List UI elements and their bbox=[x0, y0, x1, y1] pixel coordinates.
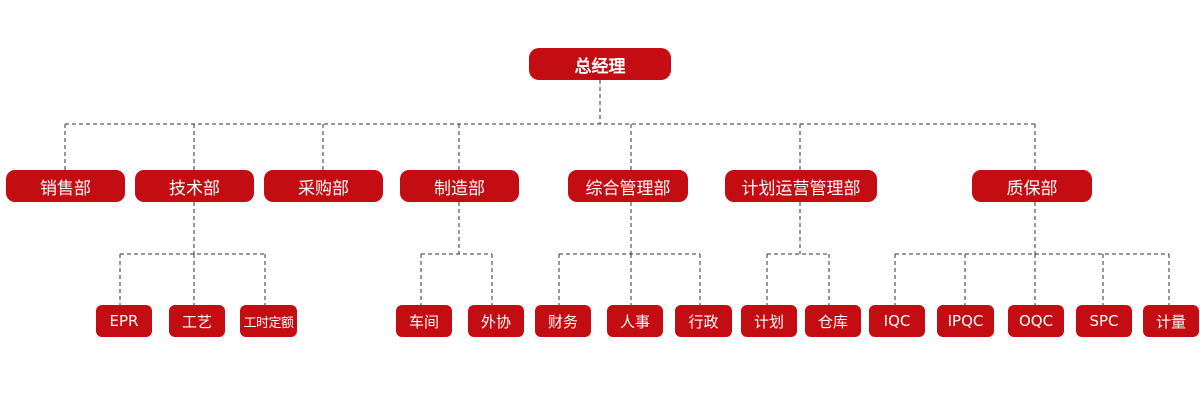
sub-node-finance[interactable]: 财务 bbox=[535, 305, 591, 337]
sub-node-process[interactable]: 工艺 bbox=[169, 305, 225, 337]
dept-node-technology[interactable]: 技术部 bbox=[135, 170, 254, 202]
sub-node-workshop[interactable]: 车间 bbox=[396, 305, 452, 337]
sub-node-outsourcing[interactable]: 外协 bbox=[468, 305, 524, 337]
dept-node-quality[interactable]: 质保部 bbox=[972, 170, 1092, 202]
sub-node-oqc[interactable]: OQC bbox=[1008, 305, 1064, 337]
sub-node-planning[interactable]: 计划 bbox=[741, 305, 797, 337]
sub-node-ipqc[interactable]: IPQC bbox=[937, 305, 994, 337]
sub-node-iqc[interactable]: IQC bbox=[869, 305, 925, 337]
sub-node-hr[interactable]: 人事 bbox=[607, 305, 663, 337]
dept-node-purchasing[interactable]: 采购部 bbox=[264, 170, 383, 202]
dept-node-planning-ops[interactable]: 计划运营管理部 bbox=[725, 170, 877, 202]
dept-node-general-admin[interactable]: 综合管理部 bbox=[568, 170, 688, 202]
dept-node-manufacturing[interactable]: 制造部 bbox=[400, 170, 519, 202]
root-node[interactable]: 总经理 bbox=[529, 48, 671, 80]
sub-node-spc[interactable]: SPC bbox=[1076, 305, 1132, 337]
sub-node-epr[interactable]: EPR bbox=[96, 305, 152, 337]
dept-node-sales[interactable]: 销售部 bbox=[6, 170, 125, 202]
sub-node-metrology[interactable]: 计量 bbox=[1143, 305, 1199, 337]
sub-node-labor-quota[interactable]: 工时定额 bbox=[240, 305, 297, 337]
sub-node-administration[interactable]: 行政 bbox=[675, 305, 732, 337]
sub-node-warehouse[interactable]: 仓库 bbox=[805, 305, 861, 337]
